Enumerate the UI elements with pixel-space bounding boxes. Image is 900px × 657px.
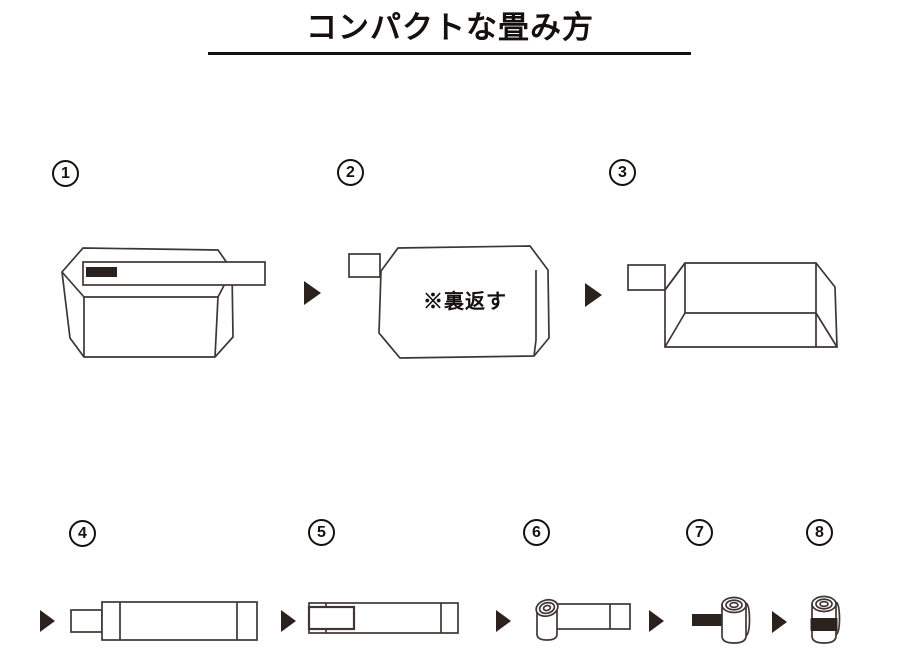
step-1-badge: 1: [52, 160, 79, 187]
velcro-tab: [86, 267, 117, 277]
figure-step-8-rolled-secured: [810, 595, 841, 644]
arrow-right-icon: [281, 610, 296, 632]
step-8-number: 8: [815, 523, 824, 541]
strap-tab: [627, 264, 666, 291]
figure-step-5-strip-tucked: [307, 602, 459, 634]
step-4-badge: 4: [69, 520, 96, 547]
step-3-badge: 3: [609, 159, 636, 186]
arrow-right-icon: [496, 610, 511, 632]
step-8-badge: 8: [806, 519, 833, 546]
strap: [82, 261, 266, 286]
figure-step-4-folded-strip: [70, 601, 258, 641]
roll-body: [721, 604, 747, 644]
step-6-number: 6: [532, 523, 541, 541]
step-2-number: 2: [346, 163, 355, 181]
step-3-number: 3: [618, 163, 627, 181]
step-7-number: 7: [695, 523, 704, 541]
roll-spiral: [535, 598, 559, 618]
strap-tab: [348, 253, 381, 278]
step-4-number: 4: [78, 524, 87, 542]
step-2-badge: 2: [337, 159, 364, 186]
step-5-badge: 5: [308, 519, 335, 546]
step-5-number: 5: [317, 523, 326, 541]
step-1-number: 1: [61, 164, 70, 182]
arrow-right-icon: [40, 610, 55, 632]
strap-tab: [70, 609, 103, 633]
roll-body: [536, 608, 558, 641]
figure-step-6-rolling: [535, 598, 631, 641]
arrow-right-icon: [772, 611, 787, 633]
sheet-edge: [745, 602, 751, 637]
sheet-edge: [835, 601, 841, 636]
step-7-badge: 7: [686, 519, 713, 546]
page-title: コンパクトな畳み方: [306, 10, 594, 45]
tucked-tab: [307, 605, 356, 631]
velcro-band: [810, 618, 838, 631]
figure-step-2-flattened-bag: [348, 245, 550, 359]
figure-step-7-rolled-strap: [692, 596, 751, 644]
velcro-strap: [692, 614, 728, 626]
figure-step-1-open-box: [61, 247, 266, 358]
arrow-right-icon: [304, 281, 321, 305]
turn-inside-out-note: ※裏返す: [423, 291, 507, 313]
step-6-badge: 6: [523, 519, 550, 546]
arrow-right-icon: [649, 610, 664, 632]
title-underline: [208, 52, 691, 55]
roll-spiral: [721, 596, 747, 614]
figure-step-3-flattened-bag: [627, 262, 838, 348]
arrow-right-icon: [585, 283, 602, 307]
roll-spiral: [811, 595, 837, 613]
